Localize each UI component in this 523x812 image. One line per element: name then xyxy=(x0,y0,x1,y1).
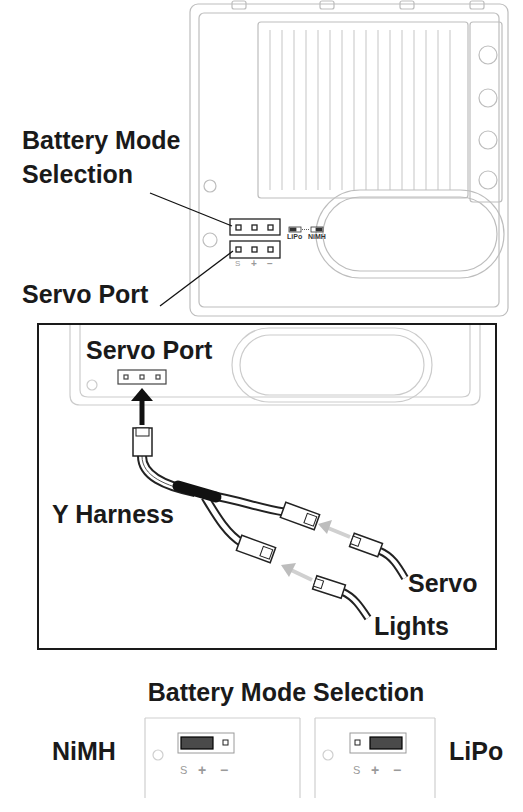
mode-view-housing xyxy=(145,718,435,798)
pin-name: + xyxy=(371,762,379,779)
pin-name: + xyxy=(198,762,206,779)
insert-arrows xyxy=(281,520,350,580)
esc-housing xyxy=(190,1,508,316)
jumper-nimh xyxy=(178,733,234,753)
mode-mark: NiMH xyxy=(308,233,326,241)
leader-lines xyxy=(150,193,233,306)
inset-housing xyxy=(70,325,480,405)
part-label: Y Harness xyxy=(52,499,174,529)
pin-name: S xyxy=(235,259,240,269)
jumper-lipo xyxy=(350,733,406,753)
mode-label: NiMH xyxy=(52,736,116,766)
pin-name: − xyxy=(220,762,228,779)
part-label: Lights xyxy=(374,611,449,641)
device-plugs xyxy=(313,533,405,618)
part-label: Battery Mode Selection xyxy=(22,124,197,191)
pin-name: − xyxy=(267,258,273,270)
section-heading: Battery Mode Selection xyxy=(126,677,446,707)
inset-frame: Servo Port Y HarnessServoLights xyxy=(37,323,497,650)
mode-icons xyxy=(289,227,323,232)
part-label: Servo Port xyxy=(22,279,148,309)
y-harness xyxy=(133,428,320,563)
part-label: Servo xyxy=(408,568,477,598)
inset-servo-port xyxy=(118,370,166,384)
pin-name: S xyxy=(353,764,360,777)
insert-arrow xyxy=(131,388,153,425)
pin-name: S xyxy=(180,764,187,777)
header-pins xyxy=(230,219,280,258)
mode-mark: LiPo xyxy=(287,233,302,241)
mode-label: LiPo xyxy=(449,736,503,766)
pin-name: − xyxy=(393,762,401,779)
pin-name: + xyxy=(251,258,257,270)
part-label: Servo Port xyxy=(86,335,212,365)
